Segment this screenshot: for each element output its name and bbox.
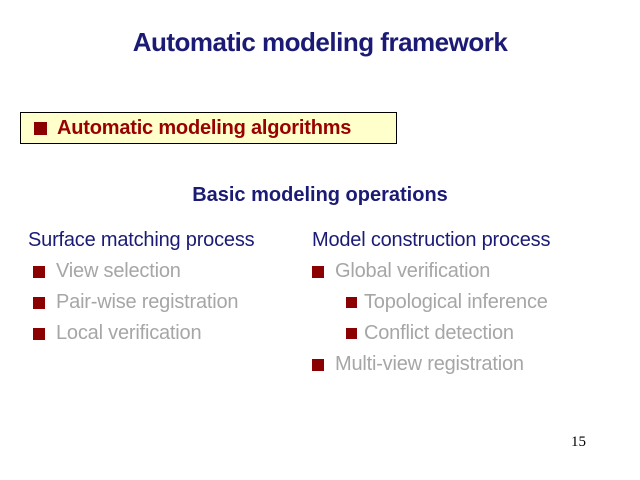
- bullet-square-icon: [33, 265, 45, 278]
- bullet-square-icon: [33, 296, 45, 309]
- list-item: Global verification: [312, 256, 550, 287]
- list-item: View selection: [33, 256, 254, 287]
- list-item-sub: Topological inference: [346, 287, 550, 318]
- bullet-square-icon: [312, 265, 324, 278]
- bullet-square-icon: [312, 358, 324, 371]
- list-item: Multi-view registration: [312, 349, 550, 380]
- highlight-box: Automatic modeling algorithms: [20, 112, 397, 144]
- list-item-label: Pair-wise registration: [56, 291, 239, 313]
- bullet-square-icon: [346, 297, 357, 308]
- list-item-label: Multi-view registration: [335, 353, 524, 375]
- list-item-label: Conflict detection: [364, 322, 514, 344]
- bullet-square-icon: [346, 328, 357, 339]
- list-item-label: Local verification: [56, 322, 202, 344]
- column-model-construction: Model construction process Global verifi…: [312, 229, 550, 380]
- list-item: Local verification: [33, 318, 254, 349]
- bullet-square-icon: [33, 327, 45, 340]
- highlight-box-label: Automatic modeling algorithms: [57, 116, 352, 139]
- page-number: 15: [571, 434, 586, 450]
- column-header: Surface matching process: [28, 229, 255, 251]
- slide-title: Automatic modeling framework: [132, 27, 508, 57]
- list-item-label: View selection: [56, 260, 181, 282]
- column-surface-matching: Surface matching process View selection …: [28, 229, 255, 349]
- section-title: Basic modeling operations: [192, 184, 448, 206]
- bullet-square-icon: [34, 121, 47, 135]
- list-item-label: Global verification: [335, 260, 491, 282]
- list-item: Pair-wise registration: [33, 287, 254, 318]
- list-item-sub: Conflict detection: [346, 318, 550, 349]
- list-item-label: Topological inference: [364, 291, 548, 313]
- column-header: Model construction process: [312, 229, 551, 251]
